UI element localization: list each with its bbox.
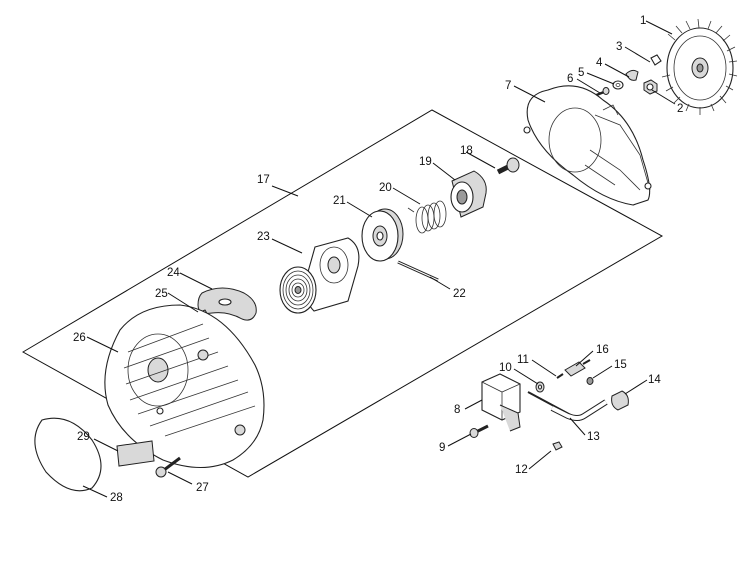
part-label: [116, 440, 155, 467]
callout-13: 13: [587, 431, 600, 443]
callout-11: 11: [517, 354, 529, 366]
callout-29: 29: [77, 431, 90, 443]
callout-21: 21: [333, 195, 346, 207]
callout-24: 24: [167, 267, 180, 279]
callout-23: 23: [257, 231, 270, 243]
part-disc: [34, 417, 102, 492]
part-bolt-18: [496, 157, 520, 175]
part-fitting-12: [552, 441, 563, 451]
part-ignition-coil: [481, 373, 521, 432]
part-washer: [612, 80, 624, 90]
part-housing-plate: [523, 85, 652, 206]
part-screw-27: [155, 456, 181, 478]
part-spring: [407, 200, 447, 234]
part-tube: [550, 399, 608, 421]
part-grommet: [535, 381, 545, 393]
callout-22: 22: [453, 288, 466, 300]
callout-14: 14: [648, 374, 661, 386]
callout-27: 27: [196, 482, 209, 494]
part-screw-9: [469, 424, 489, 438]
part-starter-cover: [104, 304, 265, 468]
callout-19: 19: [419, 156, 432, 168]
callout-1: 1: [640, 15, 646, 27]
part-starter-handle: [197, 287, 257, 321]
callout-4: 4: [596, 57, 603, 69]
callout-18: 18: [460, 145, 473, 157]
leader-lines: [82, 20, 676, 498]
callout-17: 17: [257, 174, 270, 186]
callout-labels: 1 2 3 4 5 6 7 8 9 10 11 12 13 14 15 16 1…: [73, 15, 683, 504]
part-key: [650, 54, 662, 66]
callout-9: 9: [439, 442, 445, 454]
callout-8: 8: [454, 404, 460, 416]
part-shaft: [397, 260, 439, 282]
callout-6: 6: [567, 73, 573, 85]
part-screw-15: [586, 377, 594, 385]
part-spark-plug: [556, 359, 591, 379]
callout-15: 15: [614, 359, 627, 371]
callout-20: 20: [379, 182, 392, 194]
part-nut: [643, 79, 658, 95]
callout-26: 26: [73, 332, 86, 344]
callout-10: 10: [499, 362, 512, 374]
callout-25: 25: [155, 288, 168, 300]
part-drum-hub: [450, 170, 487, 218]
part-cap: [611, 390, 629, 411]
part-reel: [361, 208, 404, 262]
callout-12: 12: [515, 464, 528, 476]
callout-2: 2: [677, 103, 683, 115]
callout-5: 5: [578, 67, 584, 79]
part-pawl: [625, 69, 639, 81]
callout-28: 28: [110, 492, 123, 504]
callout-16: 16: [596, 344, 609, 356]
callout-3: 3: [616, 41, 622, 53]
callout-7: 7: [505, 80, 511, 92]
part-spring-case: [279, 237, 360, 314]
part-flywheel: [661, 18, 738, 115]
